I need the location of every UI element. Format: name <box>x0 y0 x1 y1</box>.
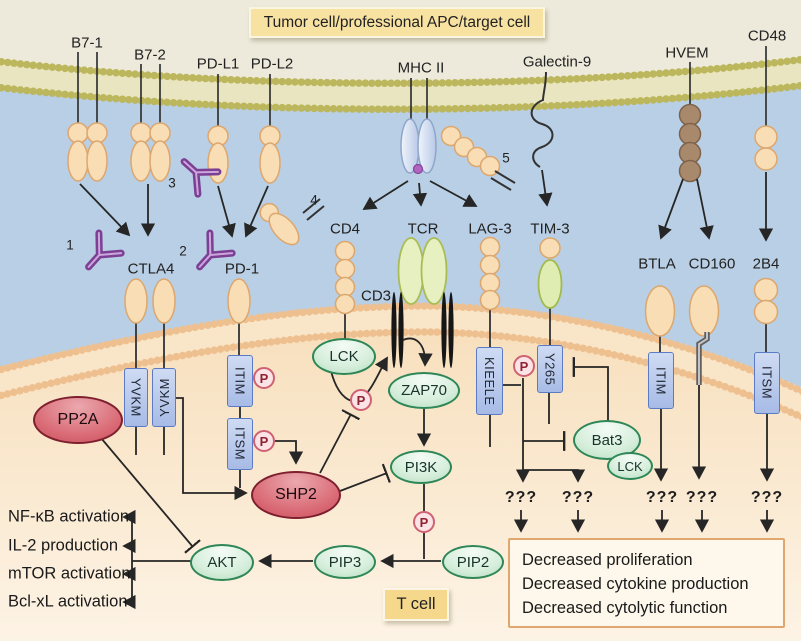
outcome-cytokine: Decreased cytokine production <box>522 575 749 593</box>
unknown-mediator-1: ??? <box>504 489 538 506</box>
kieele-box: KIEELE <box>476 347 503 415</box>
pp2a-node: PP2A <box>33 396 123 444</box>
intracellular-lines <box>100 337 775 610</box>
pd-l2-label: PD-L2 <box>250 55 294 73</box>
phospho-itsm-pd1: P <box>253 430 275 452</box>
ligand-receptor-arrows <box>79 169 774 242</box>
phospho-pi3k: P <box>413 511 435 533</box>
lck-node: LCK <box>312 338 376 375</box>
phospho-y265: P <box>513 355 535 377</box>
receptor-shapes <box>124 236 779 337</box>
lck-bat3-node: LCK <box>607 452 653 480</box>
tcr-shape <box>397 237 448 305</box>
unknown-mediator-2: ??? <box>561 489 595 506</box>
hvem-molecule <box>678 103 702 183</box>
unknown-mediator-5: ??? <box>750 489 784 506</box>
output-nfkb: NF-κB activation <box>8 507 130 526</box>
annotation-1: 1 <box>66 237 74 253</box>
truncation-slashes <box>302 170 516 221</box>
receptor-stems <box>135 307 767 368</box>
unknown-mediator-3: ??? <box>645 489 679 506</box>
cd3-bars <box>391 292 454 368</box>
pi3k-node: PI3K <box>390 450 452 484</box>
ligand-molecules <box>67 122 778 184</box>
tim3-domain <box>537 259 563 309</box>
tumor-cell-banner: Tumor cell/professional APC/target cell <box>249 7 545 38</box>
tcr-label: TCR <box>407 220 439 238</box>
itsm-box-2b4: ITSM <box>754 352 780 414</box>
tumor-membrane <box>0 55 801 113</box>
ctla4-label: CTLA4 <box>127 260 175 278</box>
output-bclxl: Bcl-xL activation <box>8 592 128 611</box>
galectin9-squiggle <box>530 71 554 168</box>
itim-box-pd1: ITIM <box>227 355 253 407</box>
zap70-node: ZAP70 <box>388 372 460 409</box>
yvkm-box-left: YVKM <box>124 368 148 427</box>
lag-3-label: LAG-3 <box>468 220 512 238</box>
phospho-lck: P <box>350 389 372 411</box>
soluble-molecule-4 <box>259 202 300 246</box>
cd48-label: CD48 <box>747 27 787 45</box>
akt-node: AKT <box>190 544 254 581</box>
hvem-label: HVEM <box>665 44 709 62</box>
annotation-2: 2 <box>179 243 187 259</box>
phospho-itim-pd1: P <box>253 367 275 389</box>
cd4-label: CD4 <box>329 220 361 238</box>
cd160-gpi-anchor <box>696 332 710 385</box>
cd160-label: CD160 <box>688 255 736 273</box>
unknown-mediator-4: ??? <box>685 489 719 506</box>
ligand-stems <box>77 46 767 127</box>
annotation-5: 5 <box>502 150 510 166</box>
outcome-panel: Decreased proliferation Decreased cytoki… <box>508 538 785 628</box>
pd-l1-label: PD-L1 <box>196 55 240 73</box>
output-mtor: mTOR activation <box>8 564 131 583</box>
mhc-ii-label: MHC II <box>397 59 445 77</box>
peptide-dot <box>412 163 424 175</box>
itsm-box-pd1: ITSM <box>227 418 253 470</box>
itim-box-btla: ITIM <box>648 352 674 409</box>
pip2-node: PIP2 <box>442 545 504 579</box>
annotation-3: 3 <box>168 175 176 191</box>
pd-1-label: PD-1 <box>224 260 260 278</box>
btla-label: BTLA <box>638 255 676 273</box>
pip3-node: PIP3 <box>314 545 376 579</box>
tim-3-label: TIM-3 <box>530 220 570 238</box>
mhc2-molecule <box>400 118 437 175</box>
b7-2-label: B7-2 <box>134 46 166 64</box>
outcome-cytolytic: Decreased cytolytic function <box>522 599 728 617</box>
t-cell-label: T cell <box>383 588 449 621</box>
annotation-4: 4 <box>310 192 318 208</box>
yvkm-box-right: YVKM <box>152 368 176 427</box>
2b4-label: 2B4 <box>752 255 780 273</box>
tcell-membrane <box>0 302 801 421</box>
shp2-node: SHP2 <box>251 471 341 519</box>
cd3-label: CD3 <box>360 287 392 305</box>
b7-1-label: B7-1 <box>71 34 103 52</box>
galectin-9-label: Galectin-9 <box>522 53 592 71</box>
outcome-proliferation: Decreased proliferation <box>522 551 693 569</box>
y265-box: Y265 <box>537 345 563 393</box>
output-il2: IL-2 production <box>8 536 119 555</box>
